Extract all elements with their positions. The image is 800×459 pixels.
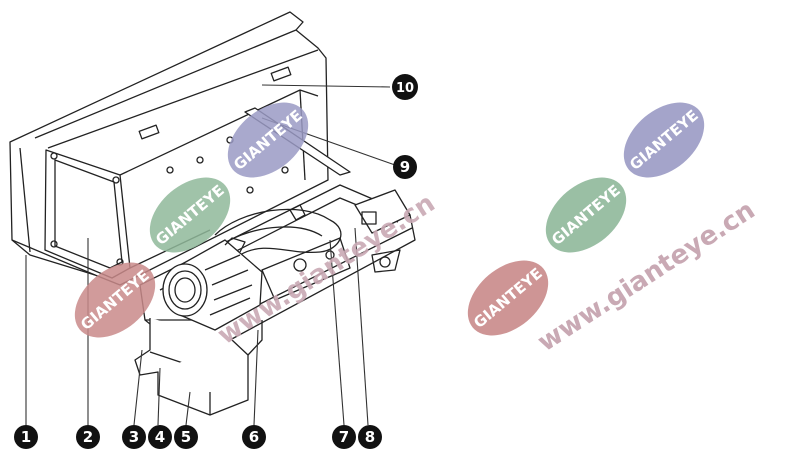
- svg-text:5: 5: [181, 428, 191, 446]
- svg-text:3: 3: [129, 428, 139, 446]
- callout-8: 8: [358, 425, 382, 449]
- svg-text:2: 2: [83, 428, 93, 446]
- front-window: [54, 159, 123, 269]
- watermark-badge-green-right: GIANTEYE: [545, 177, 627, 253]
- svg-text:6: 6: [249, 428, 259, 446]
- callout-markers: 1 2 3 4 5 6 7 8 9 10: [14, 74, 418, 449]
- svg-text:7: 7: [339, 428, 349, 446]
- watermark-badge-green-left: GIANTEYE: [149, 177, 231, 253]
- callout-5: 5: [174, 425, 198, 449]
- callout-10: 10: [392, 74, 418, 100]
- callout-7: 7: [332, 425, 356, 449]
- callout-6: 6: [242, 425, 266, 449]
- camera-lens: [162, 237, 263, 331]
- leader-lines: [25, 84, 396, 426]
- callout-4: 4: [148, 425, 172, 449]
- svg-text:4: 4: [155, 428, 165, 446]
- svg-text:1: 1: [21, 428, 31, 446]
- callout-2: 2: [76, 425, 100, 449]
- watermark-badge-purple-right: GIANTEYE: [623, 102, 705, 178]
- callout-1: 1: [14, 425, 38, 449]
- callout-9: 9: [393, 155, 417, 179]
- svg-text:9: 9: [400, 158, 410, 176]
- svg-text:10: 10: [396, 81, 414, 96]
- callout-3: 3: [122, 425, 146, 449]
- svg-text:8: 8: [365, 428, 375, 446]
